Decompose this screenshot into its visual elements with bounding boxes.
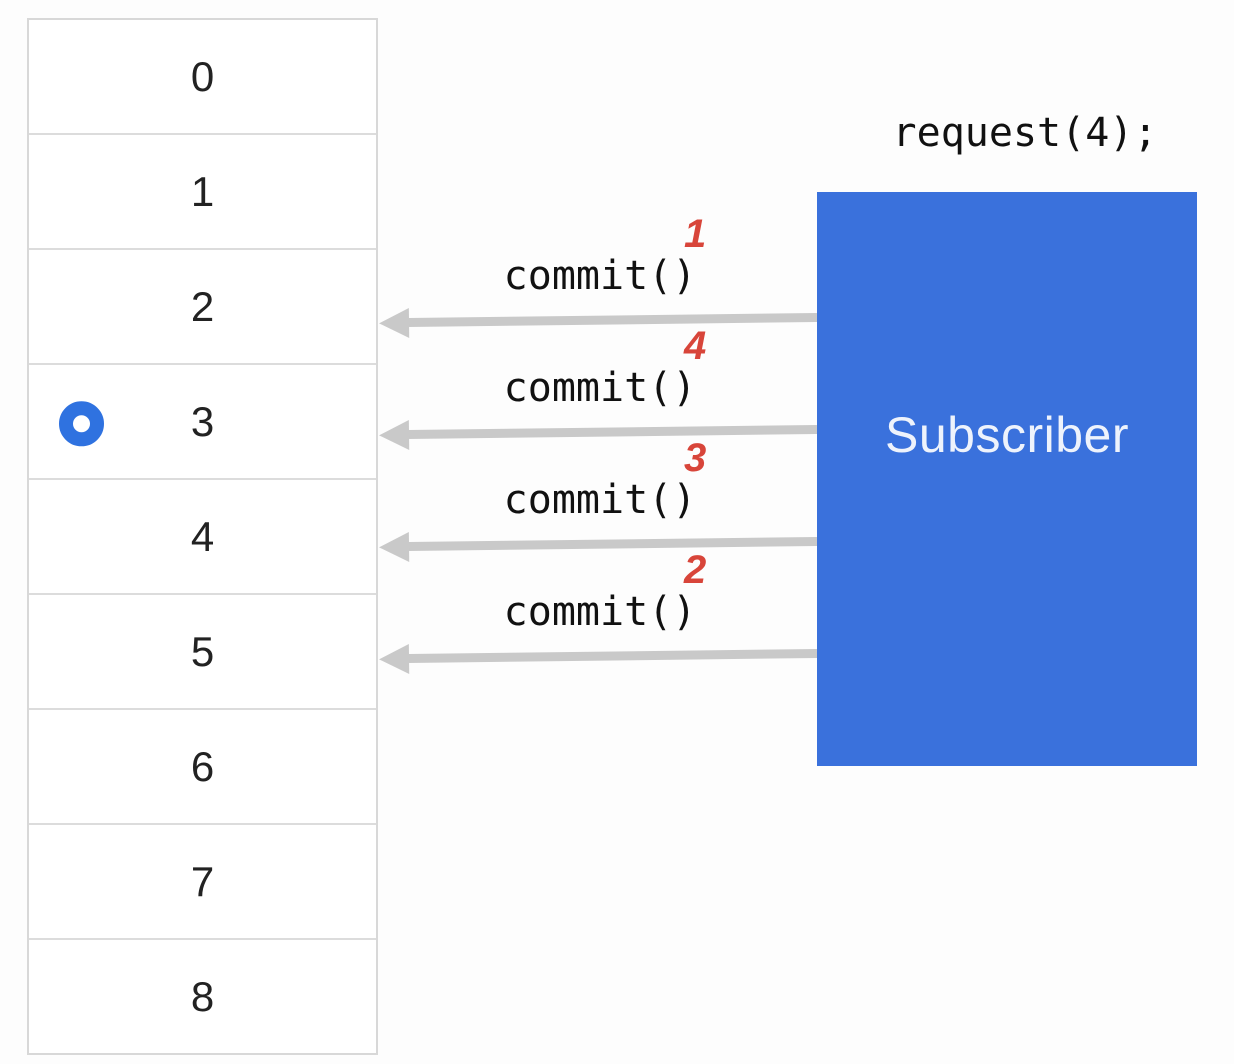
- commit-arrow-left-icon: [407, 649, 818, 663]
- buffer-cell-label: 8: [190, 972, 215, 1020]
- buffer-row: 7: [29, 823, 376, 938]
- buffer-row: 4: [29, 478, 376, 593]
- subscriber-label: Subscriber: [885, 407, 1129, 463]
- buffer-cell-label: 4: [190, 512, 215, 560]
- commit-call-label: commit(): [503, 477, 697, 523]
- buffer-cell-label: 7: [190, 857, 215, 905]
- buffer-cell-label: 5: [190, 627, 215, 675]
- buffer-cell-label: 0: [190, 52, 215, 100]
- commit-order-number: 4: [684, 324, 707, 368]
- buffer-cell-label: 1: [190, 167, 215, 215]
- buffer-row: 6: [29, 708, 376, 823]
- buffer-cell-label: 6: [190, 742, 215, 790]
- current-position-marker-icon: [59, 400, 104, 446]
- commit-order-number: 2: [684, 548, 707, 592]
- buffer-row: 2: [29, 248, 376, 363]
- buffer-cell-label: 3: [190, 397, 215, 445]
- commit-arrow-left-icon: [407, 313, 818, 327]
- buffer-row: 1: [29, 133, 376, 248]
- buffer-table: 0 1 2 3 4 5 6 7 8: [27, 18, 378, 1055]
- commit-call-label: commit(): [503, 589, 697, 635]
- buffer-row: 0: [29, 20, 376, 133]
- commit-arrow-left-icon: [407, 537, 818, 551]
- buffer-row: 5: [29, 593, 376, 708]
- buffer-cell-label: 2: [190, 282, 215, 330]
- buffer-row: 8: [29, 938, 376, 1053]
- commit-call-label: commit(): [503, 253, 697, 299]
- commit-order-number: 1: [684, 212, 707, 256]
- commit-arrow-left-icon: [407, 425, 818, 439]
- subscriber-box: Subscriber: [817, 192, 1197, 766]
- request-call-label: request(4);: [892, 110, 1158, 156]
- commit-order-number: 3: [684, 436, 707, 480]
- buffer-row: 3: [29, 363, 376, 478]
- commit-call-label: commit(): [503, 365, 697, 411]
